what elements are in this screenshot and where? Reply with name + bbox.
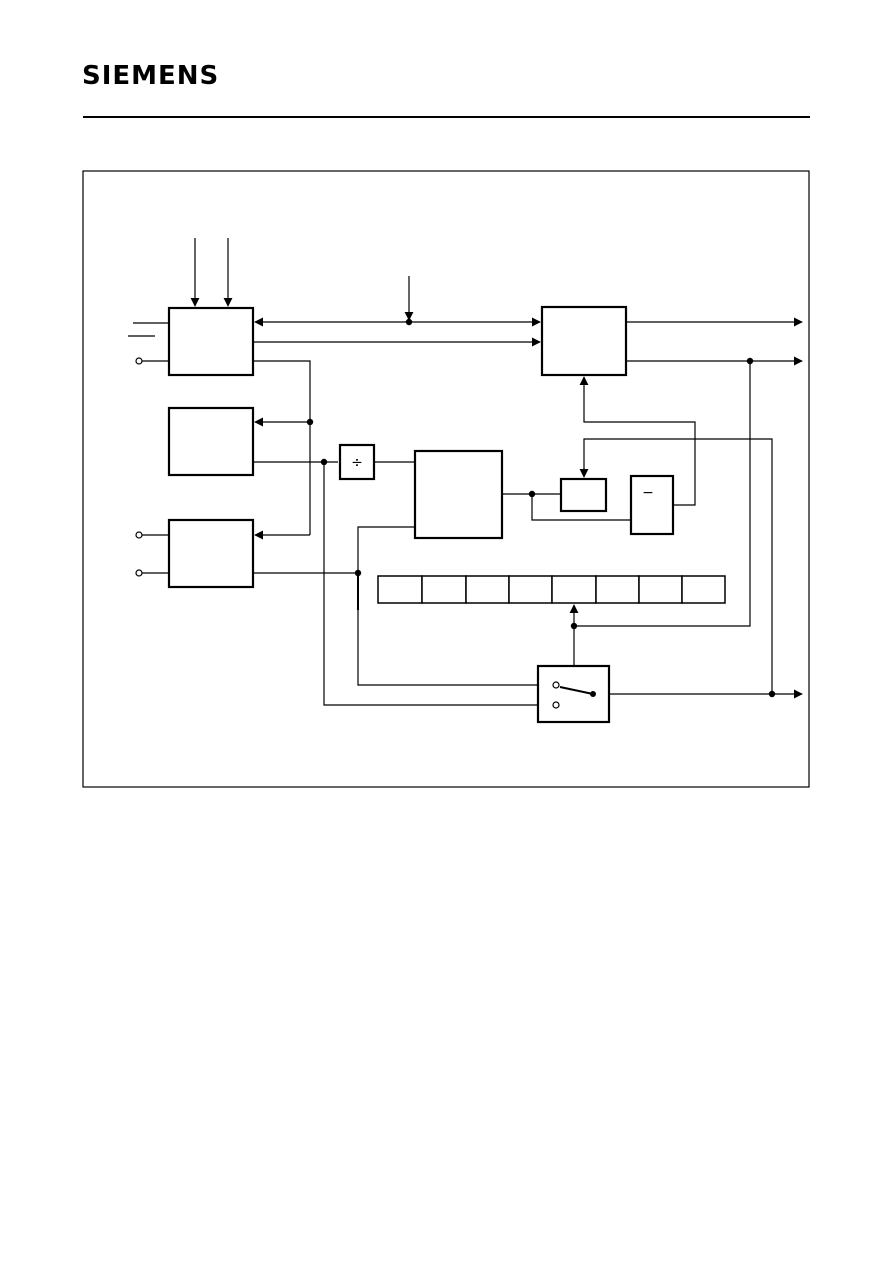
register-cell-7 — [638, 575, 683, 604]
diagram-frame — [82, 170, 810, 788]
bus-junction — [405, 318, 413, 326]
switch-contact-2 — [552, 701, 560, 709]
low-to-switch — [357, 610, 552, 686]
bypass-line — [323, 462, 538, 706]
block-center — [413, 449, 504, 540]
divider-block — [338, 443, 376, 481]
pin-terminal-1 — [135, 357, 143, 365]
register-cell-8 — [681, 575, 726, 604]
header-rule — [83, 116, 810, 118]
feedback-loop — [531, 494, 631, 521]
block-top-left — [167, 306, 255, 377]
block-top-right — [540, 305, 628, 377]
return-to-small-block — [579, 438, 773, 693]
divider-symbol: ÷ — [351, 455, 363, 471]
block-small — [559, 477, 608, 513]
pin-terminal-2 — [135, 531, 143, 539]
block-low-left — [167, 518, 255, 589]
register-cell-4 — [508, 575, 553, 604]
register-cell-5 — [551, 575, 597, 604]
block-mid-left — [167, 406, 255, 477]
pin-terminal-3 — [135, 569, 143, 577]
register-cell-3 — [465, 575, 510, 604]
switch-output-junction — [768, 690, 776, 698]
switch-pivot — [590, 691, 596, 697]
minus-to-top-right — [579, 376, 696, 506]
switch-blade — [559, 686, 594, 695]
siemens-logo: SIEMENS — [82, 61, 220, 91]
block-minus — [629, 474, 675, 536]
register-cell-1 — [377, 575, 423, 604]
register-cell-6 — [595, 575, 640, 604]
switch-contact-1 — [552, 681, 560, 689]
minus-symbol: − — [642, 485, 654, 501]
low-to-center — [357, 526, 415, 573]
clock-line — [253, 360, 311, 535]
register-cell-2 — [421, 575, 467, 604]
switch-block — [536, 664, 611, 724]
register-feed — [574, 361, 751, 627]
